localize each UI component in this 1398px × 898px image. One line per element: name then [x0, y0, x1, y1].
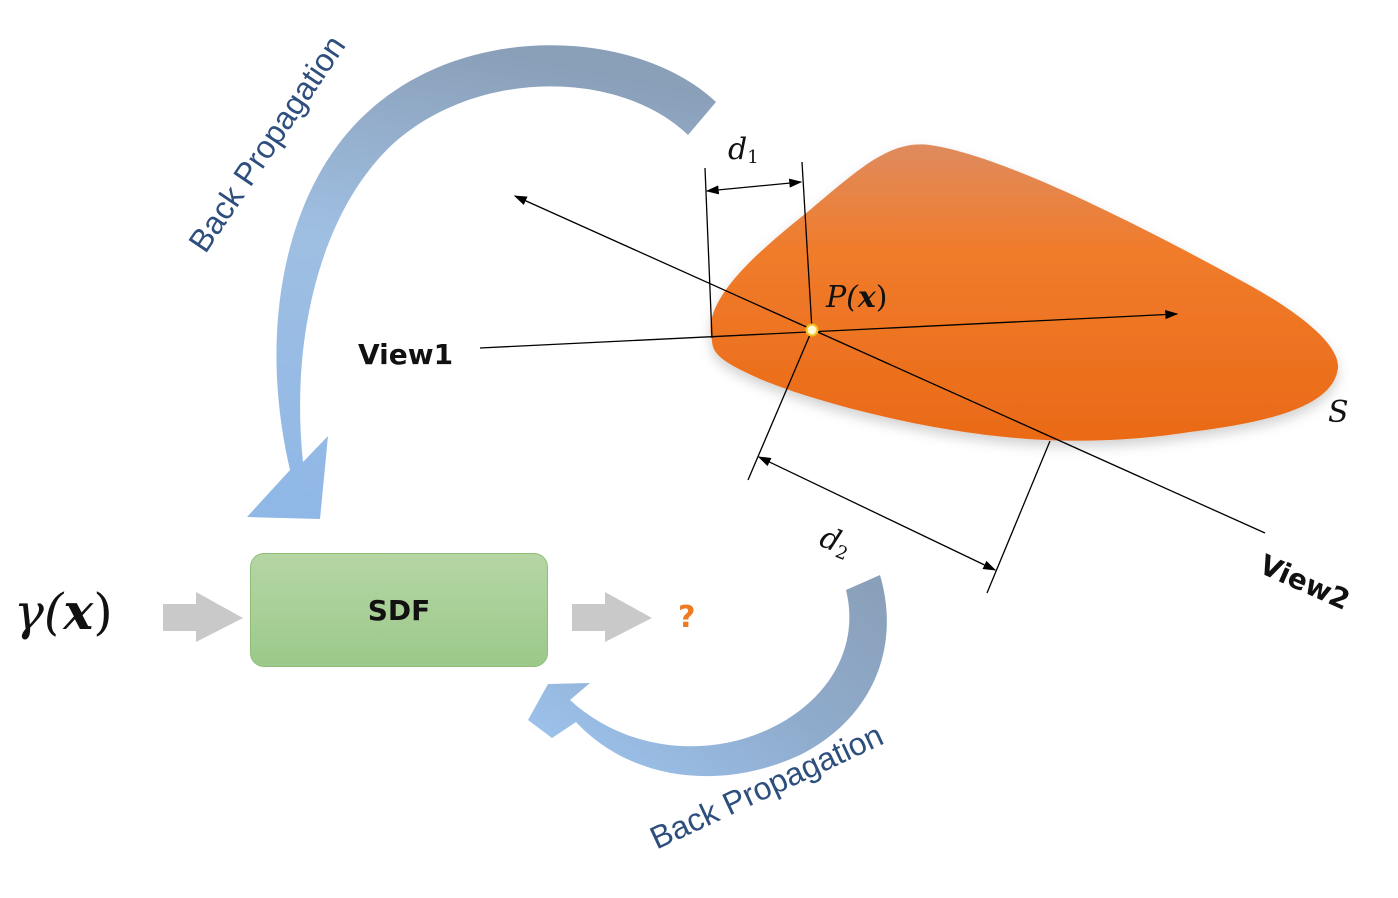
- d1-extension-right: [801, 161, 813, 331]
- point-x-text: x: [857, 280, 876, 315]
- sdf-label: SDF: [367, 593, 431, 627]
- output-arrow: [572, 592, 652, 642]
- d2-extension-left: [747, 329, 813, 481]
- gamma-close: ): [93, 583, 113, 641]
- view1-ray: [479, 310, 1179, 349]
- gamma-x: x: [63, 582, 94, 641]
- d2-dimension-arrow: [757, 456, 997, 571]
- back-propagation-bottom-arrow: [528, 575, 887, 777]
- output-question-mark: ?: [678, 600, 696, 635]
- point-close-text: ): [875, 280, 888, 315]
- view2-ray: [513, 195, 1266, 534]
- gamma-symbol: γ(: [14, 583, 64, 641]
- d1-symbol: d: [728, 132, 748, 167]
- d1-subscript: 1: [747, 147, 759, 169]
- surface-shape: [710, 144, 1339, 441]
- sdf-network-box: SDF: [250, 553, 548, 667]
- d2-extension-right: [986, 440, 1051, 594]
- back-propagation-top-arrow: [247, 45, 716, 520]
- point-label: P(x): [826, 280, 888, 315]
- d1-label: d1: [728, 132, 759, 168]
- point-p: [805, 323, 819, 337]
- input-arrow: [163, 592, 243, 642]
- surface-label: S: [1328, 395, 1349, 430]
- view1-label: View1: [358, 338, 454, 371]
- d1-extension-left: [704, 167, 713, 339]
- point-p-text: P(: [826, 280, 858, 315]
- d1-dimension-arrow: [705, 178, 803, 195]
- input-encoding-label: γ(x): [14, 582, 113, 641]
